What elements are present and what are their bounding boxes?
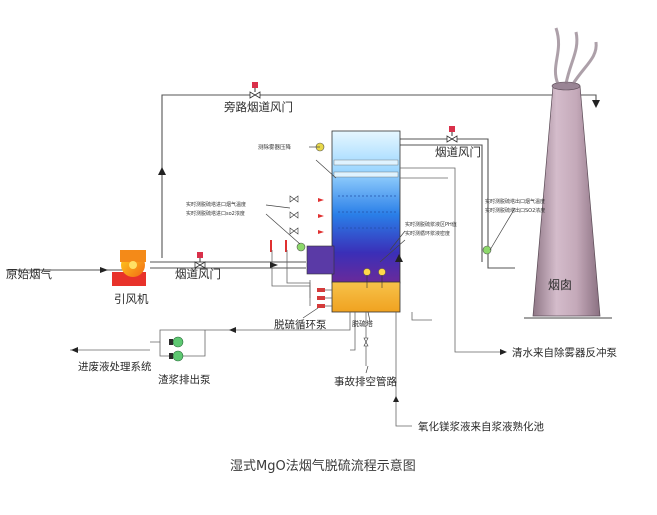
top-flue-damper-valve[interactable] [446,126,458,143]
slurry-ph-label: 实时测脱硫浆液区PH值 [405,221,457,228]
inlet-temp-label: 实时测脱硫塔进口烟气温度 [186,201,246,208]
bypass-duct [161,94,597,258]
flow-arrows [71,100,600,402]
inlet-flue-damper-valve[interactable] [194,252,206,269]
mist-pressure-label: 测除雾器压降 [258,143,292,151]
outlet-temp-label: 实时测脱硫塔出口烟气温度 [485,198,545,205]
outlet-so2-label: 实时测脱硫塔出口SO2浓度 [485,207,545,214]
mgo-slurry-line [395,312,432,427]
diagram-caption: 湿式MgO法烟气脱硫流程示意图 [230,458,416,474]
tower-label: 脱硫塔 [352,319,373,328]
recirc-pipes [271,250,332,307]
slurry-pump-icon[interactable] [169,336,184,362]
inlet-damper-label: 烟道风门 [175,267,221,281]
leader-lines [265,146,516,374]
chimney-icon [524,27,612,319]
bypass-damper-valve[interactable] [249,82,261,99]
recirc-pump-label: 脱硫循环泵 [274,318,327,331]
emergency-pipe-label: 事故排空管路 [334,375,397,388]
inlet-so2-label: 实时测脱硫塔进口so2浓度 [186,210,245,217]
emergency-valve-icon[interactable] [363,337,369,347]
desulfurization-tower [306,130,401,313]
outlet-gauge-icon [482,245,492,255]
top-damper-label: 烟道风门 [435,145,481,159]
tower-red-markers [270,198,324,252]
bypass-damper-label: 旁路烟道风门 [224,100,293,114]
chimney-label: 烟囱 [548,278,572,292]
clean-water-label: 清水来自除雾器反冲泵 [512,346,617,359]
induced-fan-label: 引风机 [114,292,149,306]
slurry-pump-label: 渣浆排出泵 [158,373,211,386]
mgo-slurry-label: 氧化镁浆液来自浆液熟化池 [418,420,544,433]
clean-water-line [400,167,505,353]
tower-inlet-valves [289,195,299,235]
outlet-duct [400,138,515,269]
raw-flue-gas-label: 原始烟气 [6,267,52,281]
induced-fan-icon[interactable] [112,250,146,286]
slurry-density-label: 实时测循环浆液密度 [405,230,450,237]
waste-system-label: 进废液处理系统 [78,360,152,373]
recirc-pump-icon[interactable] [317,288,325,308]
inlet-gauge-icon [296,242,306,252]
